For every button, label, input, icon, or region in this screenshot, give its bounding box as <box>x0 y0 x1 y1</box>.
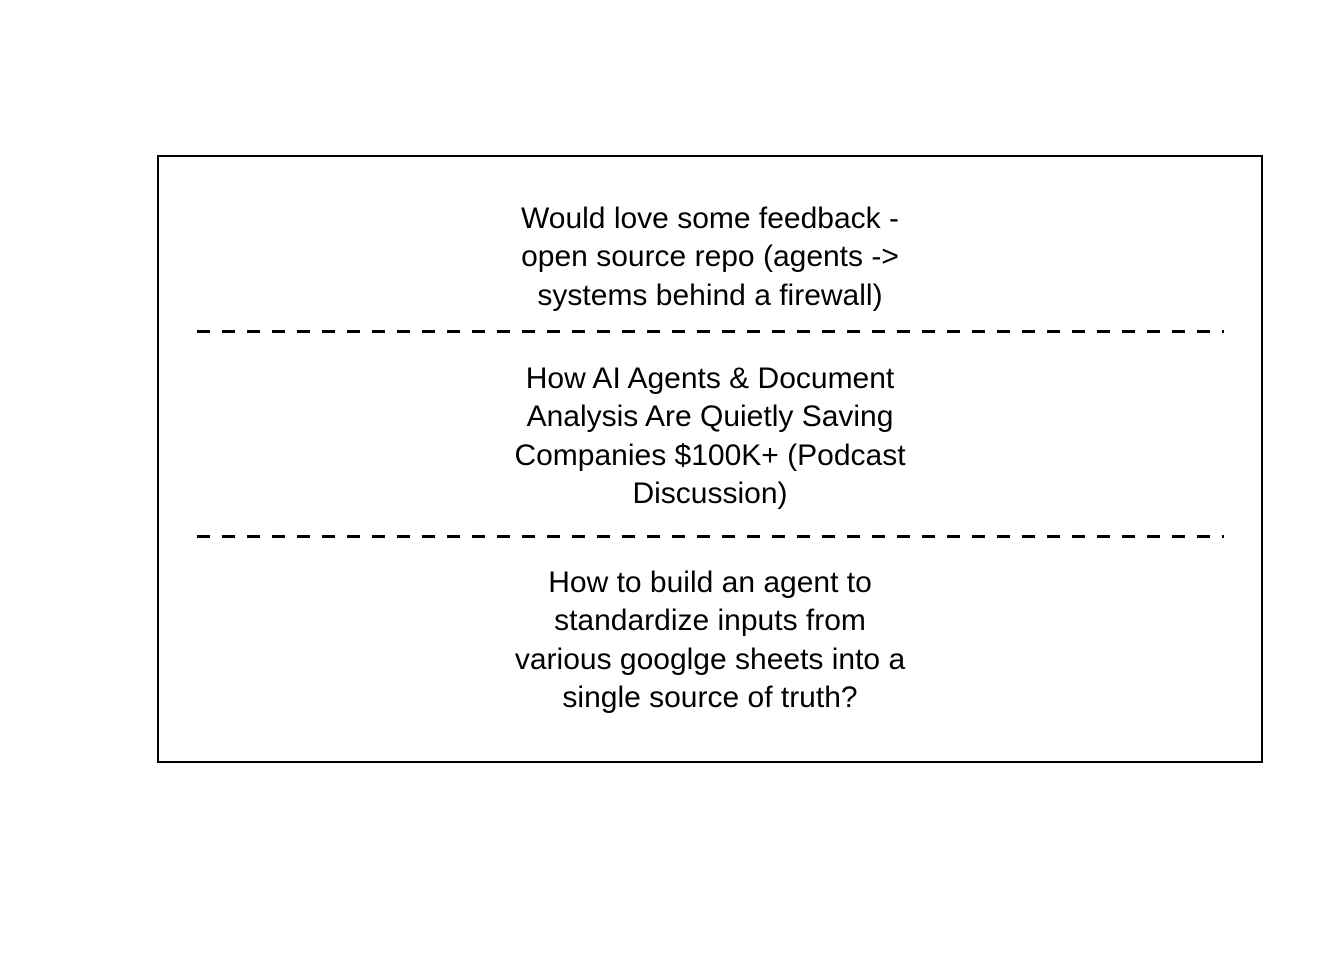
post-title: How AI Agents & Document Analysis Are Qu… <box>514 362 906 511</box>
dashed-divider <box>197 330 1224 333</box>
post-title: Would love some feedback - open source r… <box>521 202 899 312</box>
post-title: How to build an agent to standardize inp… <box>514 566 906 715</box>
dashed-divider <box>197 535 1224 538</box>
post-list-frame: Would love some feedback - open source r… <box>157 155 1263 763</box>
